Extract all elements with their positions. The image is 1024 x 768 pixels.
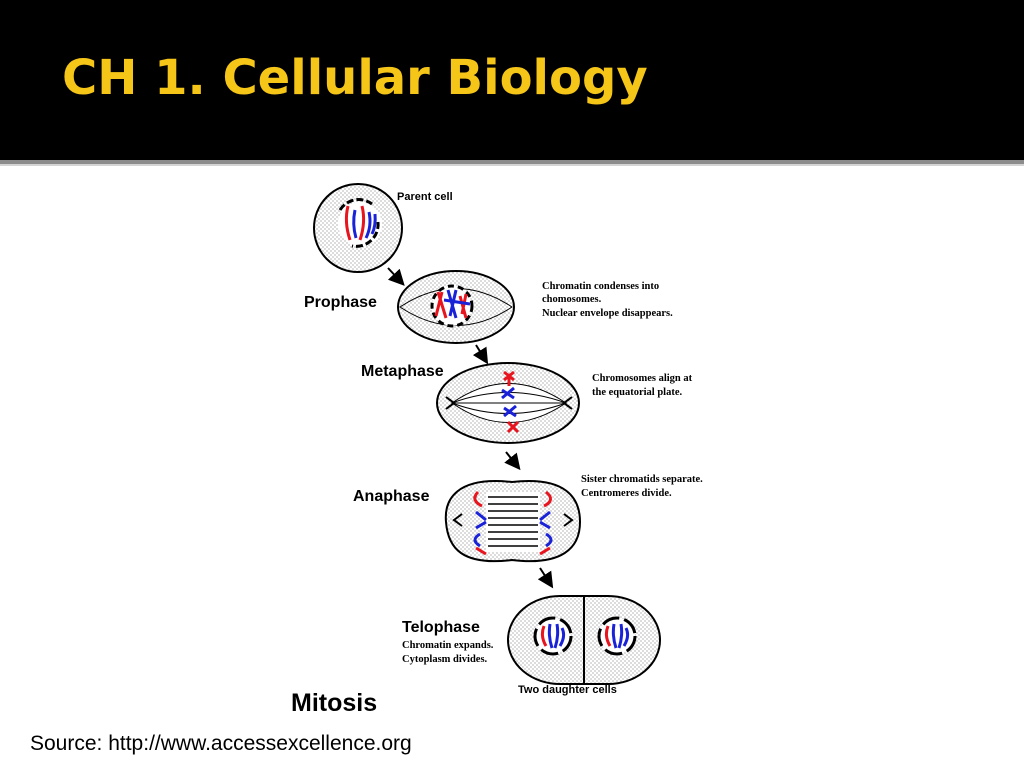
slide-title: CH 1. Cellular Biology <box>62 50 648 106</box>
slide-header <box>0 0 1024 160</box>
anaphase-note-line-2: Centromeres divide. <box>581 488 672 499</box>
telophase-note-line-1: Chromatin expands. <box>402 640 494 651</box>
anaphase-cell <box>444 480 582 563</box>
stage-label-telophase: Telophase <box>402 619 480 636</box>
prophase-note-line-1: Chromatin condenses into <box>542 281 659 292</box>
header-divider-highlight <box>0 164 1024 166</box>
metaphase-note-line-1: Chromosomes align at <box>592 373 693 384</box>
prophase-cell <box>397 270 515 344</box>
parent-cell-label: Parent cell <box>397 191 453 203</box>
arrow-to-prophase <box>387 267 405 286</box>
arrow-to-anaphase <box>504 451 521 471</box>
parent-cell <box>313 183 403 273</box>
daughter-cells-label: Two daughter cells <box>518 684 617 696</box>
prophase-note-line-3: Nuclear envelope disappears. <box>542 308 673 319</box>
arrow-to-metaphase <box>472 344 489 365</box>
stage-label-prophase: Prophase <box>304 294 377 311</box>
metaphase-cell <box>436 362 580 444</box>
diagram-title: Mitosis <box>291 689 377 717</box>
source-citation: Source: http://www.accessexcellence.org <box>30 732 412 755</box>
arrow-to-telophase <box>537 567 554 589</box>
telophase-cells <box>507 595 661 685</box>
stage-label-anaphase: Anaphase <box>353 488 430 505</box>
header-divider <box>0 160 1024 164</box>
prophase-note-line-2: chomosomes. <box>542 294 602 305</box>
metaphase-note-line-2: the equatorial plate. <box>592 387 682 398</box>
stage-label-metaphase: Metaphase <box>361 363 444 380</box>
anaphase-note-line-1: Sister chromatids separate. <box>581 474 703 485</box>
telophase-note-line-2: Cytoplasm divides. <box>402 654 488 665</box>
